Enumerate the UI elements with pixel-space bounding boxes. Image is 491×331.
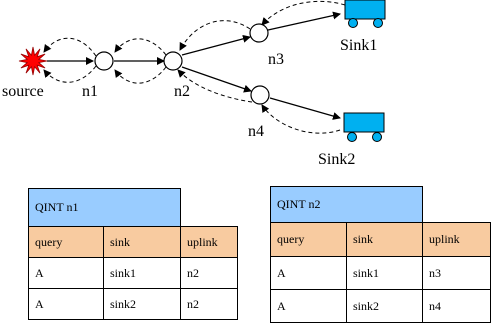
table-cell: n2: [180, 288, 238, 320]
return-n2-n1-lower: [114, 66, 167, 84]
label-sink1: Sink1: [340, 37, 377, 54]
table-row: A sink2 n4: [270, 289, 491, 323]
return-n4-n2: [177, 69, 253, 103]
table-title: QINT n2: [270, 186, 423, 223]
table-cell: sink2: [346, 289, 423, 323]
edge-n4-sink2: [269, 97, 341, 120]
table-row: A sink2 n2: [28, 288, 238, 320]
return-n1-source-lower: [43, 65, 97, 83]
node-n2: [163, 51, 183, 71]
label-n1: n1: [82, 83, 98, 100]
return-sink2-n4: [261, 104, 341, 134]
column-header: sink: [103, 226, 181, 258]
column-header: sink: [346, 222, 423, 257]
return-n3-n2: [179, 20, 251, 51]
label-n4: n4: [248, 123, 264, 140]
table-cell: n2: [180, 257, 238, 289]
table-row: A sink1 n3: [270, 256, 491, 290]
column-header: query: [270, 222, 347, 257]
table-cell: A: [28, 288, 104, 320]
table-title: QINT n1: [28, 188, 181, 227]
return-edges: [43, 0, 346, 134]
return-n1-source: [43, 37, 97, 57]
label-n3: n3: [268, 51, 284, 68]
node-n3: [249, 23, 269, 43]
node-n4: [250, 85, 270, 105]
table-cell: A: [270, 289, 347, 323]
table-row: A sink1 n2: [28, 257, 238, 289]
edge-n2-n4: [181, 66, 252, 93]
node-n1: [94, 51, 114, 71]
qint-table-n1: QINT n1 query sink uplink A sink1 n2 A s…: [28, 188, 238, 320]
edge-n3-sink1: [267, 11, 341, 31]
source-node-icon: [18, 46, 48, 76]
edge-n2-n3: [181, 34, 251, 56]
table-cell: sink2: [103, 288, 181, 320]
table-cell: sink1: [346, 256, 423, 290]
column-header: query: [28, 226, 104, 258]
table-cell: A: [270, 256, 347, 290]
return-sink1-n3: [261, 0, 346, 26]
sink2-cart-icon: [343, 112, 385, 142]
label-n2: n2: [174, 83, 190, 100]
label-source: source: [2, 83, 44, 100]
table-cell: A: [28, 257, 104, 289]
table-cell: n3: [422, 256, 491, 290]
column-header: uplink: [180, 226, 238, 258]
table-cell: n4: [422, 289, 491, 323]
return-n2-n1: [114, 38, 167, 56]
column-header: uplink: [422, 222, 491, 257]
forward-edges: [47, 11, 341, 93]
label-sink2: Sink2: [318, 151, 355, 168]
sink1-cart-icon: [344, 0, 386, 28]
table-cell: sink1: [103, 257, 181, 289]
network-diagram: source n1 n2 n3 n4 Sink1 Sink2: [2, 0, 386, 168]
qint-table-n2: QINT n2 query sink uplink A sink1 n3 A s…: [270, 186, 491, 323]
